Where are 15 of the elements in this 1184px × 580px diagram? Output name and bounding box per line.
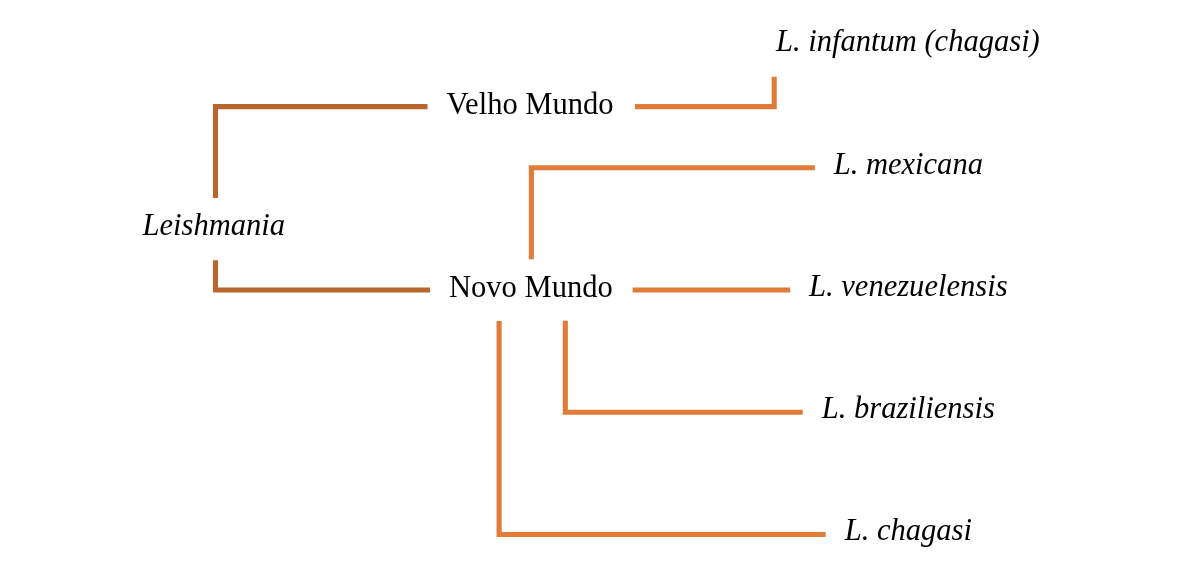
node-text: L. venezuelensis xyxy=(808,268,1008,303)
connector xyxy=(212,104,427,198)
connector xyxy=(528,165,815,260)
node-text: L. braziliensis xyxy=(821,391,995,426)
connector xyxy=(496,321,826,538)
node-text: Velho Mundo xyxy=(445,87,614,122)
node-text: L. chagasi xyxy=(844,513,972,548)
connector xyxy=(562,320,803,415)
connector xyxy=(632,287,790,293)
connector xyxy=(634,76,777,110)
node-text: L. infantum (chagasi) xyxy=(775,24,1040,59)
node-text: Novo Mundo xyxy=(448,270,613,305)
node-text: L. mexicana xyxy=(833,146,983,181)
node-text: Leishmania xyxy=(141,207,285,242)
connector xyxy=(212,260,430,293)
